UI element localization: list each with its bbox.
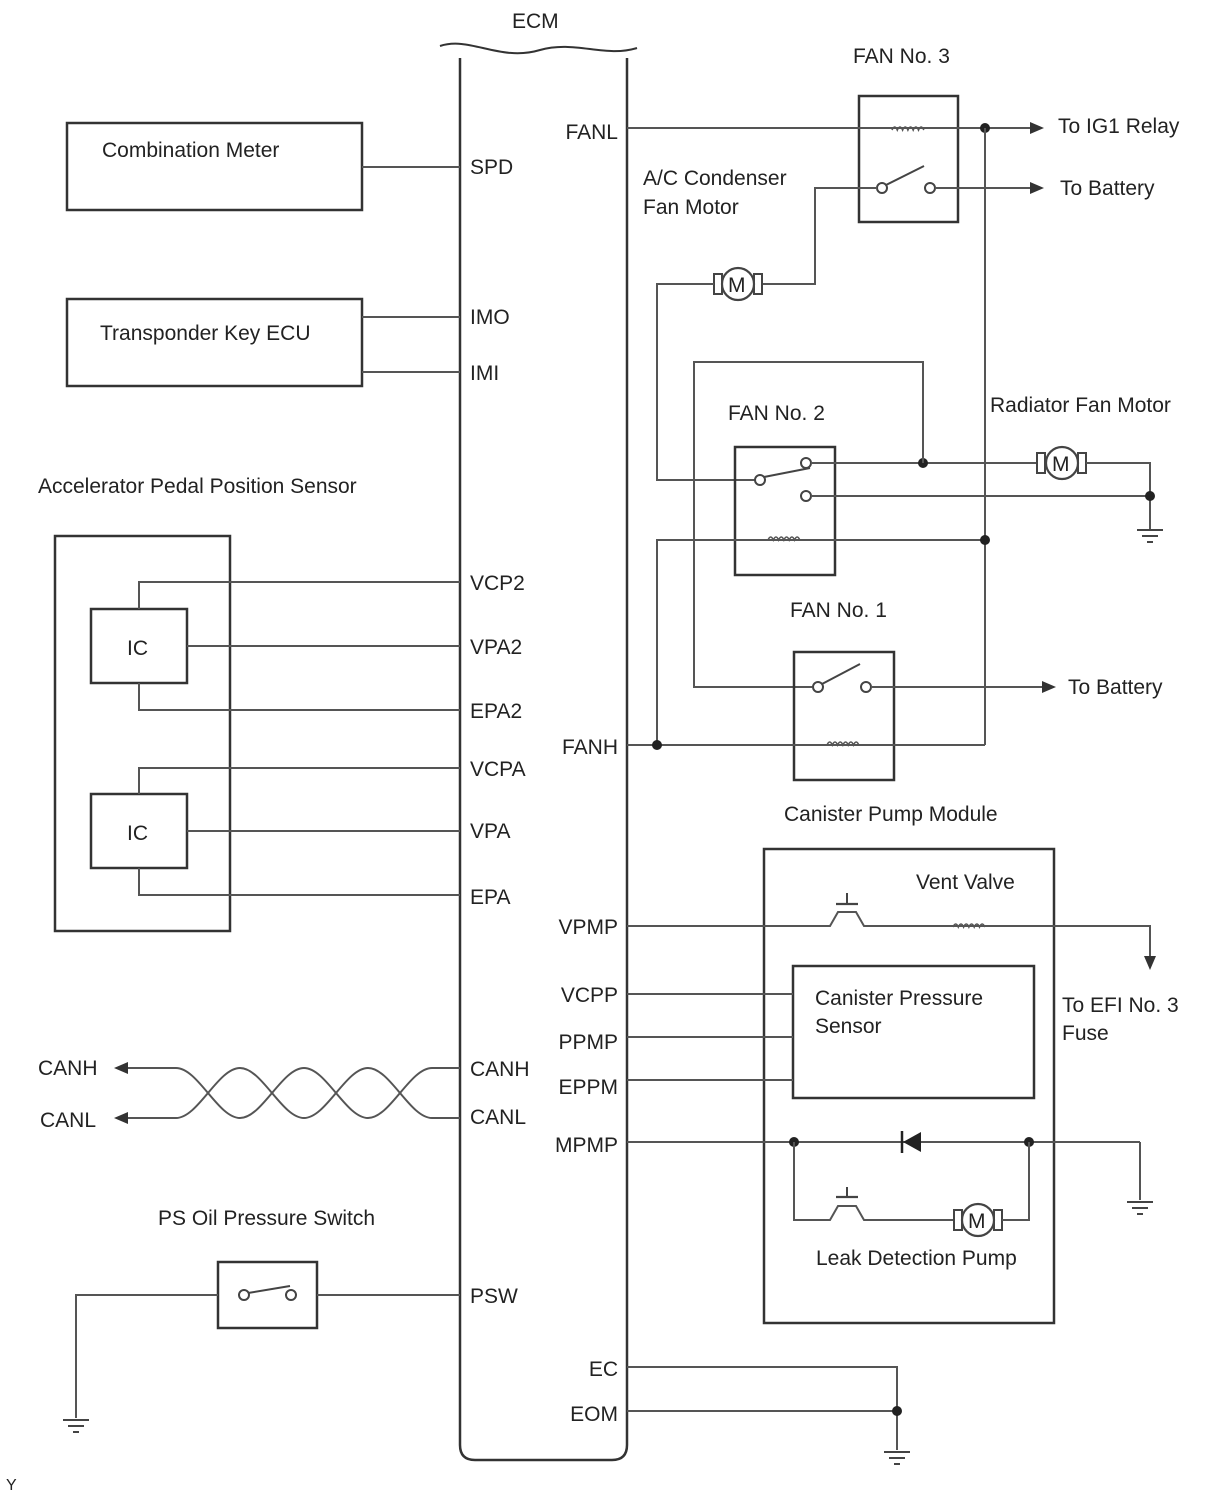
fan-no-2-relay: FAN No. 2 [656,361,1150,745]
ac-condenser-fan-motor: A/C Condenser Fan Motor M [643,167,877,481]
ecm-right-pins: FANL FANH VPMP VCPP PPMP EPPM MPMP EC EO… [555,121,618,1426]
combination-meter: Combination Meter [65,121,460,212]
pin-spd: SPD [470,156,513,179]
radiator-motor-symbol: M [1052,453,1070,476]
pin-mpmp: MPMP [555,1134,618,1157]
ac-motor-symbol: M [728,274,746,297]
pin-vpa: VPA [470,820,510,843]
pin-psw: PSW [470,1285,518,1308]
pin-fanl: FANL [565,121,618,144]
pin-vcp2: VCP2 [470,572,525,595]
accel-sensor-label: Accelerator Pedal Position Sensor [38,475,357,498]
ic-1-label: IC [127,637,148,660]
fan3-label: FAN No. 3 [853,45,950,68]
ecm-ground [627,1366,911,1465]
corner-code: Y [6,1477,17,1494]
can-l-label: CANL [40,1109,96,1132]
pin-imi: IMI [470,362,499,385]
fan-no-1-relay: FAN No. 1 To Battery [627,599,1163,782]
pin-canh: CANH [470,1058,530,1081]
ecm-block: ECM [439,10,638,1462]
canister-sensor-label-1: Canister Pressure [815,987,983,1010]
can-bus: CANH CANL [38,1057,460,1132]
transponder-key-ecu: Transponder Key ECU [65,297,460,388]
pin-vcpa: VCPA [470,758,526,781]
pin-canl: CANL [470,1106,526,1129]
ps-oil-pressure-switch: PS Oil Pressure Switch [62,1207,460,1433]
fan2-label: FAN No. 2 [728,402,825,425]
pin-ppmp: PPMP [558,1031,618,1054]
ecm-left-pins: SPD IMO IMI VCP2 VPA2 EPA2 VCPA VPA EPA … [470,156,530,1308]
pin-epa: EPA [470,886,510,909]
pin-eom: EOM [570,1403,618,1426]
pin-ec: EC [589,1358,618,1381]
pin-imo: IMO [470,306,510,329]
radiator-motor-label: Radiator Fan Motor [990,394,1171,417]
to-efi-label-2: Fuse [1062,1022,1109,1045]
pin-eppm: EPPM [558,1076,618,1099]
pin-vpmp: VPMP [558,916,618,939]
leak-pump-motor-symbol: M [968,1210,986,1233]
ac-motor-label-2: Fan Motor [643,196,739,219]
ecm-title: ECM [512,10,559,33]
transponder-key-ecu-label: Transponder Key ECU [100,322,310,345]
canister-pump-module: Canister Pump Module Vent Valve To EFI N… [627,803,1179,1325]
to-ig1-relay: To IG1 Relay [1058,115,1180,138]
can-h-label: CANH [38,1057,98,1080]
radiator-fan-motor: Radiator Fan Motor M [990,394,1171,543]
combination-meter-label: Combination Meter [102,139,279,162]
vent-valve-label: Vent Valve [916,871,1015,894]
pin-vpa2: VPA2 [470,636,522,659]
ps-switch-label: PS Oil Pressure Switch [158,1207,375,1230]
pin-epa2: EPA2 [470,700,522,723]
fan-no-3-relay: FAN No. 3 To IG1 Relay To Battery [627,45,1180,745]
canister-sensor-label-2: Sensor [815,1015,882,1038]
to-battery-2: To Battery [1068,676,1163,699]
accelerator-pedal-sensor: Accelerator Pedal Position Sensor IC IC [38,475,460,933]
canister-module-label: Canister Pump Module [784,803,998,826]
ac-motor-label-1: A/C Condenser [643,167,787,190]
fan1-label: FAN No. 1 [790,599,887,622]
to-efi-label-1: To EFI No. 3 [1062,994,1179,1017]
pin-vcpp: VCPP [561,984,618,1007]
to-battery-1: To Battery [1060,177,1155,200]
pin-fanh: FANH [562,736,618,759]
leak-pump-label: Leak Detection Pump [816,1247,1017,1270]
ic-2-label: IC [127,822,148,845]
